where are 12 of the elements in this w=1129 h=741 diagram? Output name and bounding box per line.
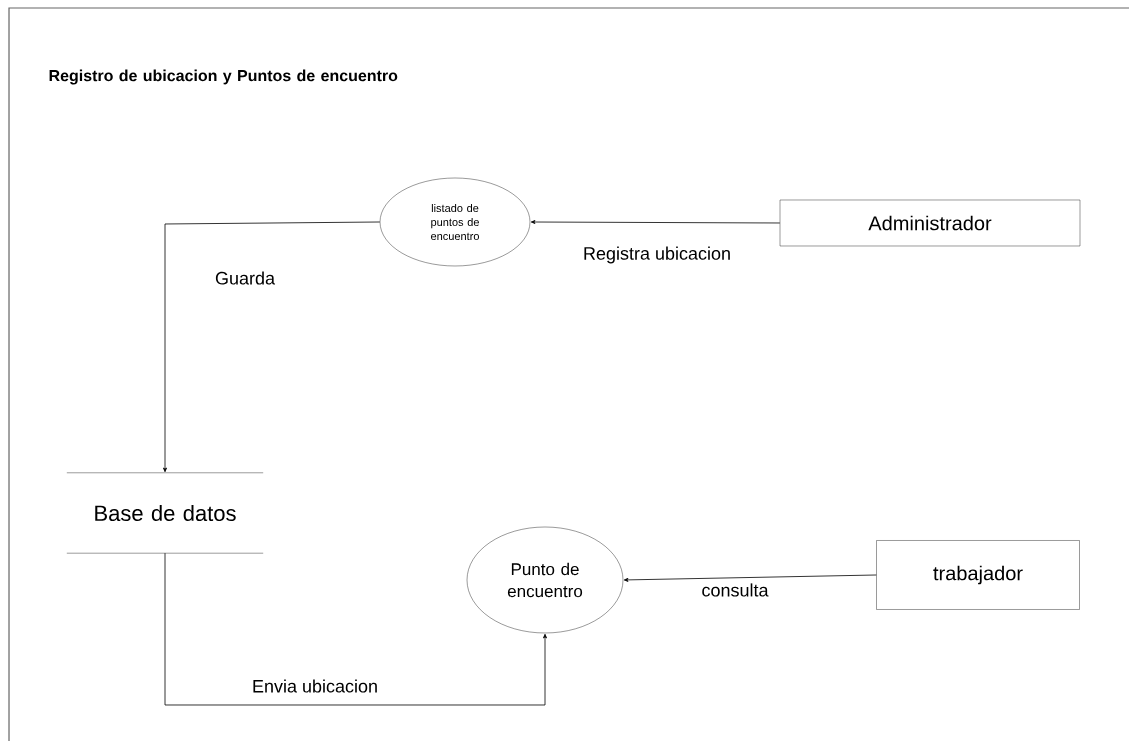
arrow [530, 220, 781, 224]
arrow [164, 552, 547, 706]
edge-label: Registra ubicacion [581, 245, 733, 265]
data-store: Base de datos [66, 472, 264, 554]
edge-label: Envia ubicacion [250, 678, 380, 694]
arrow [623, 574, 877, 582]
entity-box: Administrador [779, 199, 1081, 247]
edge-label: consulta [700, 582, 770, 598]
edge-label: Guarda [214, 270, 277, 286]
entity-box: trabajador [876, 540, 1080, 610]
arrow [163, 221, 381, 473]
title: Registro de ubicacion y Puntos de encuentro [49, 69, 398, 85]
